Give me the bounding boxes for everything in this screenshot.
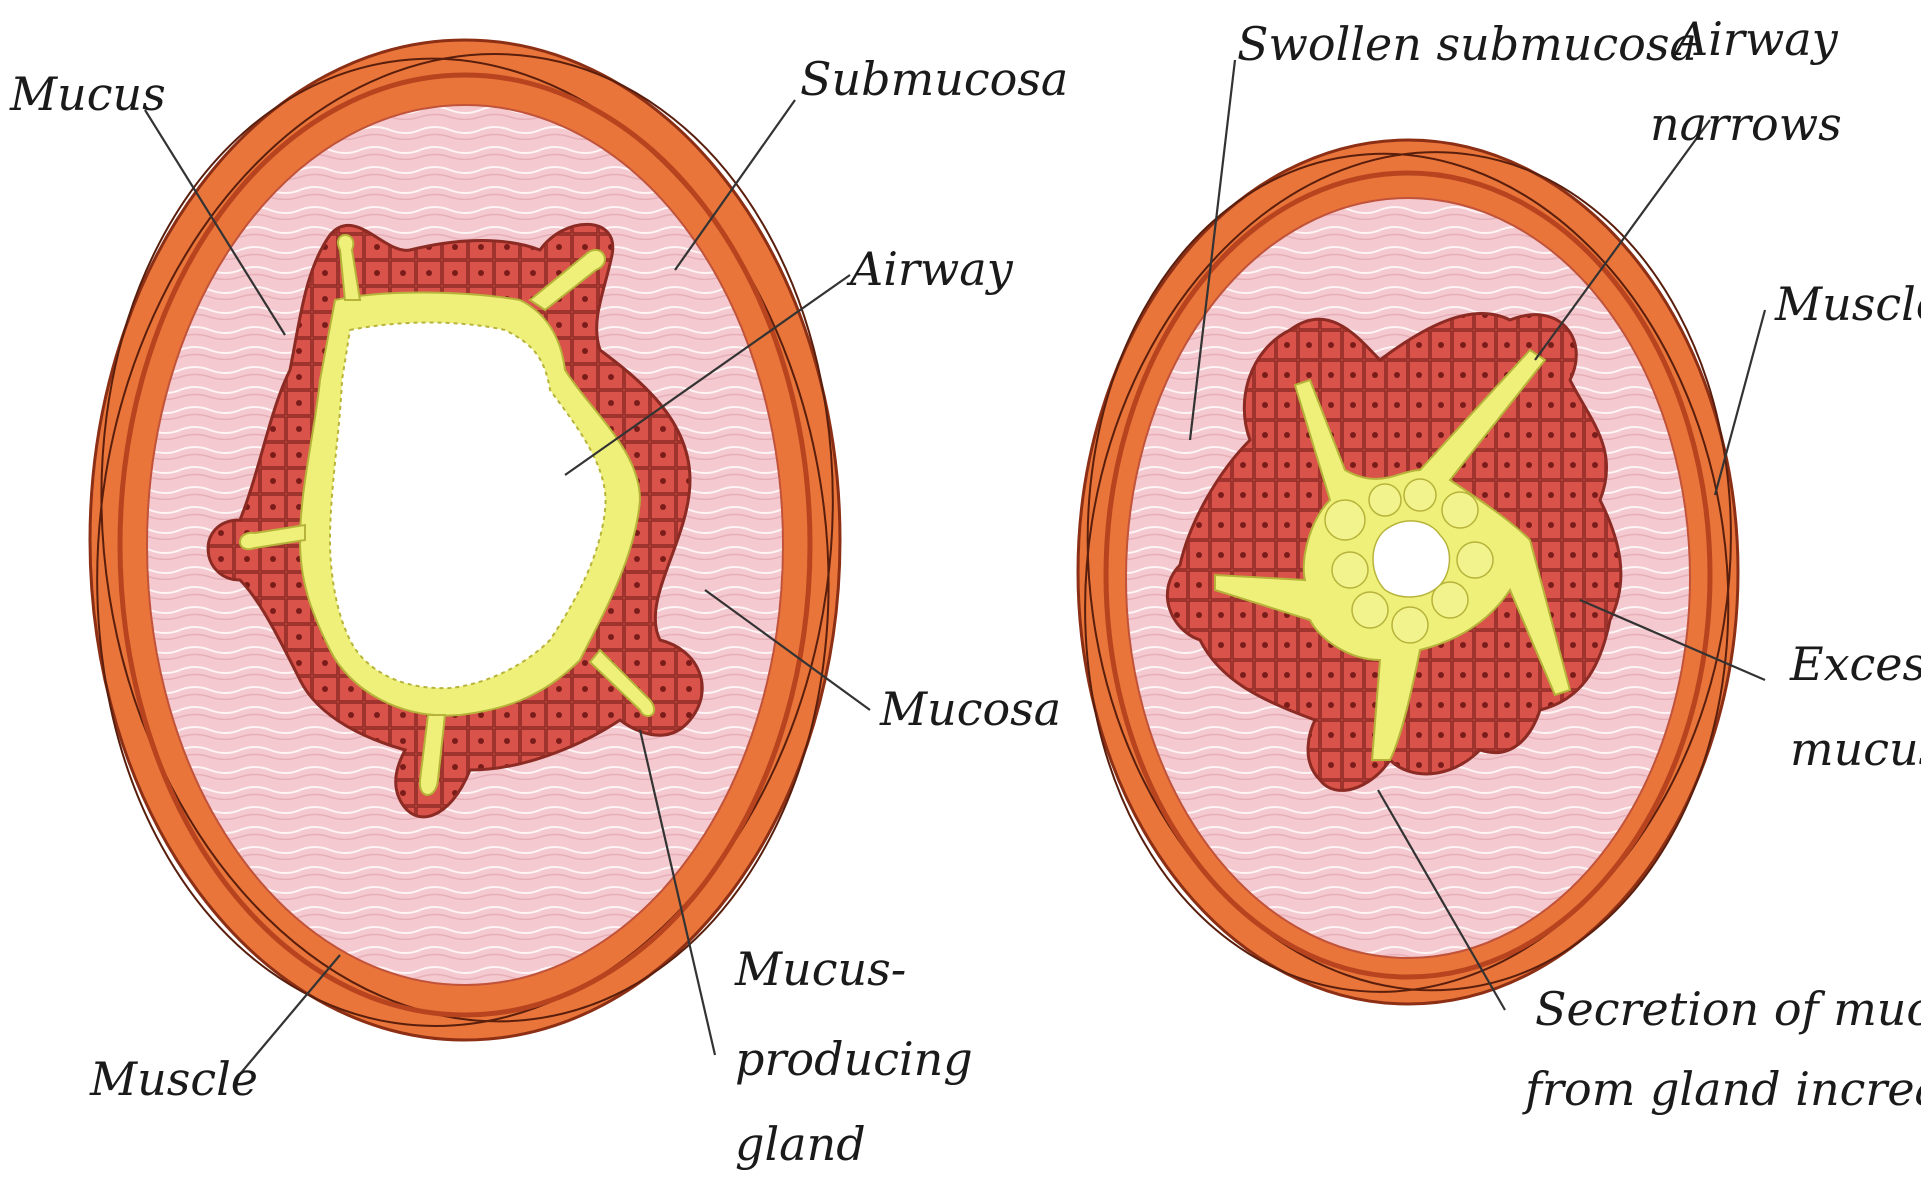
normal-bronchus (88, 38, 842, 1042)
label-submucosa: Submucosa (800, 52, 1068, 106)
label-excess-mucus-1: Excess (1789, 637, 1921, 691)
airway-narrowed (1372, 520, 1451, 598)
label-airway: Airway (846, 242, 1014, 296)
label-mucus-producing-gland-1: Mucus- (734, 942, 906, 996)
airway-left (328, 321, 607, 690)
label-excess-mucus-2: mucus (1790, 722, 1921, 776)
label-muscle-right: Muscle (1774, 277, 1921, 331)
label-secretion-2: from gland increases (1522, 1062, 1921, 1116)
gland-ducts-left (239, 234, 656, 796)
label-mucus-producing-gland-2: producing (735, 1032, 973, 1086)
label-mucosa: Mucosa (879, 682, 1061, 736)
label-airway-narrows-1: Airway (1671, 12, 1839, 66)
label-muscle-left: Muscle (89, 1052, 258, 1106)
label-airway-narrows-2: narrows (1650, 97, 1842, 151)
label-swollen-submucosa: Swollen submucosa (1237, 17, 1697, 71)
label-mucus: Mucus (9, 67, 166, 121)
leader-lines (144, 59, 1767, 1081)
mucus-globules (1324, 478, 1494, 644)
label-mucus-producing-gland-3: gland (735, 1117, 866, 1171)
labels-left: Mucus Submucosa Airway Mucosa Mucus- pro… (9, 52, 1068, 1171)
asthmatic-bronchus (1076, 138, 1740, 1006)
labels-right: Swollen submucosa Airway narrows Muscle … (1237, 12, 1921, 1116)
label-secretion-1: Secretion of mucus (1535, 982, 1921, 1036)
